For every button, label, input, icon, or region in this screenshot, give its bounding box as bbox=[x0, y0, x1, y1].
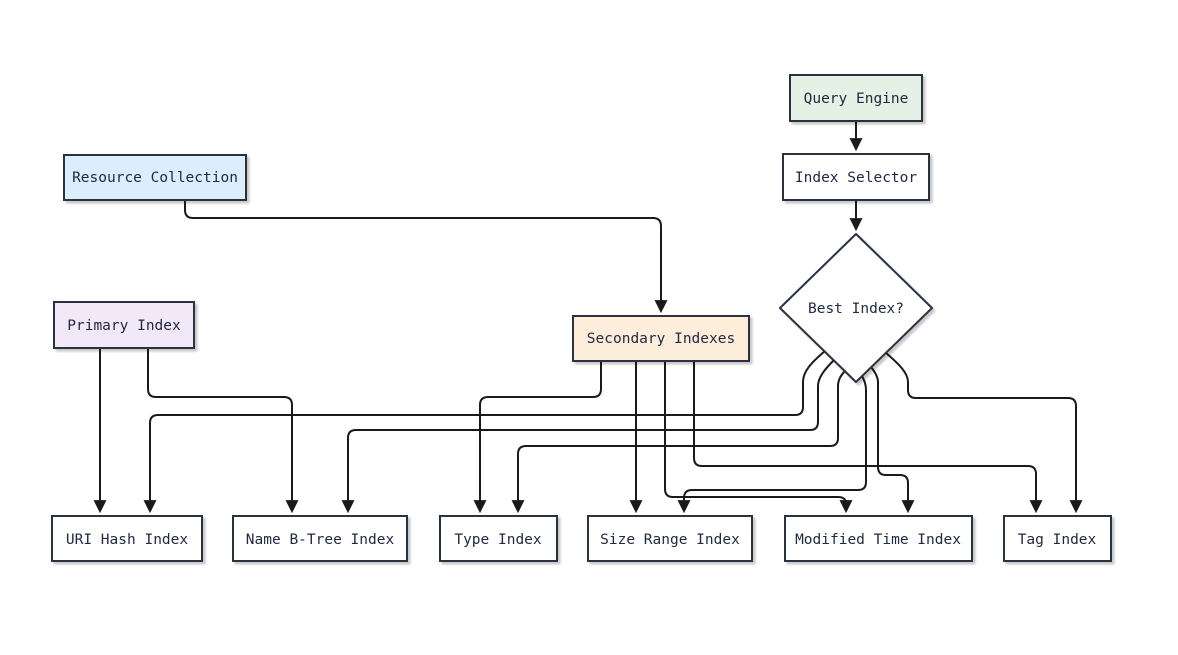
node-tag-index: Tag Index bbox=[1003, 515, 1112, 562]
query-engine-label: Query Engine bbox=[804, 91, 909, 107]
uri-hash-index-box bbox=[51, 515, 203, 562]
edge-best-index-to-modified-time-index bbox=[870, 366, 915, 514]
node-primary-index: Primary Index bbox=[53, 301, 195, 349]
node-query-engine: Query Engine bbox=[789, 74, 923, 122]
edge-primary-index-to-name-btree-index bbox=[147, 348, 299, 514]
edge-best-index-to-size-range-index bbox=[677, 375, 867, 514]
primary-index-label: Primary Index bbox=[67, 318, 181, 334]
resource-collection-label: Resource Collection bbox=[72, 170, 238, 186]
edge-best-index-to-name-btree-index bbox=[341, 359, 835, 514]
type-index-label: Type Index bbox=[454, 532, 542, 548]
name-btree-index-box bbox=[232, 515, 408, 562]
edge-best-index-to-type-index bbox=[511, 370, 846, 514]
best-index-diamond bbox=[779, 233, 933, 383]
tag-index-box bbox=[1003, 515, 1112, 562]
best-index-label: Best Index? bbox=[808, 301, 904, 317]
tag-index-label: Tag Index bbox=[1018, 532, 1097, 548]
node-secondary-indexes: Secondary Indexes bbox=[572, 315, 750, 362]
edge-resource-collection-to-secondary-indexes bbox=[184, 200, 668, 314]
node-best-index: Best Index? bbox=[779, 233, 933, 383]
name-btree-index-label: Name B-Tree Index bbox=[246, 532, 395, 548]
resource-collection-box bbox=[63, 154, 247, 201]
edge-best-index-to-tag-index bbox=[885, 352, 1083, 514]
node-uri-hash-index: URI Hash Index bbox=[51, 515, 203, 562]
secondary-indexes-box bbox=[572, 315, 750, 362]
modified-time-index-label: Modified Time Index bbox=[795, 532, 961, 548]
index-selector-label: Index Selector bbox=[795, 170, 917, 186]
uri-hash-index-label: URI Hash Index bbox=[66, 532, 188, 548]
node-resource-collection: Resource Collection bbox=[63, 154, 247, 201]
primary-index-box bbox=[53, 301, 195, 349]
secondary-indexes-label: Secondary Indexes bbox=[587, 331, 735, 347]
type-index-box bbox=[439, 515, 558, 562]
node-index-selector: Index Selector bbox=[782, 153, 930, 201]
edge-best-index-to-uri-hash-index bbox=[143, 350, 826, 514]
index-selector-box bbox=[782, 153, 930, 201]
query-engine-box bbox=[789, 74, 923, 122]
edge-secondary-indexes-to-type-index bbox=[473, 361, 602, 514]
edge-layer bbox=[93, 121, 1083, 514]
edge-secondary-indexes-to-modified-time-index bbox=[664, 361, 853, 514]
size-range-index-box bbox=[587, 515, 753, 562]
node-type-index: Type Index bbox=[439, 515, 558, 562]
node-modified-time-index: Modified Time Index bbox=[784, 515, 973, 562]
modified-time-index-box bbox=[784, 515, 973, 562]
node-size-range-index: Size Range Index bbox=[587, 515, 753, 562]
size-range-index-label: Size Range Index bbox=[600, 532, 740, 548]
node-layer: Query Engine Index Selector Best Index? … bbox=[51, 74, 1112, 562]
node-name-btree-index: Name B-Tree Index bbox=[232, 515, 408, 562]
